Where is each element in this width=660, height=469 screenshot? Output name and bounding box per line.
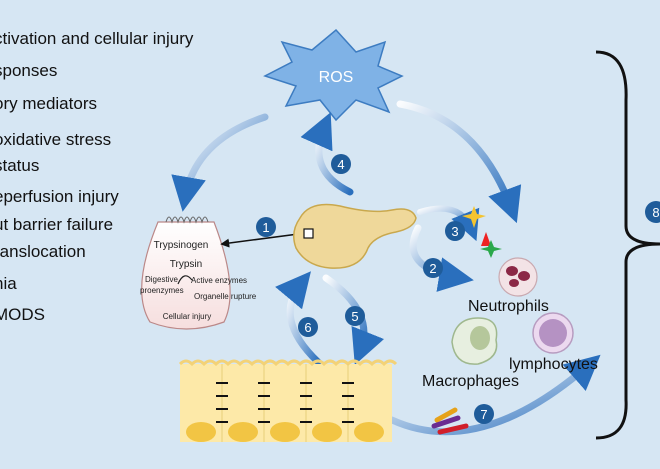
- cellular-injury-label: Cellular injury: [163, 312, 211, 321]
- step-badge-4: 4: [331, 154, 351, 174]
- tight-junctions: [216, 382, 354, 423]
- arrow-6: [275, 271, 322, 366]
- step-badge-3: 3: [445, 221, 465, 241]
- arrow-ros-to-immune: [396, 100, 522, 224]
- list-item-2: sponses: [0, 61, 58, 80]
- digestive-label: Digestive: [145, 275, 178, 284]
- list-item-3: ory mediators: [0, 94, 97, 113]
- step-badges: 1 2 3 4 5 6 7 8: [256, 154, 660, 424]
- svg-text:2: 2: [429, 261, 436, 276]
- yellow-star-icon: [462, 206, 486, 228]
- arrow-4: [300, 112, 354, 196]
- red-triangle-icon: [481, 232, 491, 246]
- active-enzymes-label: Active enzymes: [191, 276, 247, 285]
- step-badge-7: 7: [474, 404, 494, 424]
- macrophages-label: Macrophages: [422, 373, 519, 390]
- lymphocytes-label: lymphocytes: [509, 356, 598, 373]
- list-item-6: eperfusion injury: [0, 187, 119, 206]
- zoom-arrow: [220, 232, 307, 248]
- cytokine-markers: [462, 206, 502, 258]
- svg-text:4: 4: [337, 157, 344, 172]
- ros-star: ROS: [263, 28, 404, 122]
- lymphocyte-cell: [532, 312, 574, 354]
- arrow-2: [409, 224, 474, 292]
- list-item-8: ranslocation: [0, 242, 86, 261]
- list-item-9: nia: [0, 274, 17, 293]
- list-item-4: oxidative stress: [0, 130, 112, 149]
- step-badge-5: 5: [345, 306, 365, 326]
- bracket-badge-8: 8: [645, 201, 660, 223]
- green-star-icon: [480, 240, 502, 258]
- arrow-3: [417, 205, 480, 242]
- acinar-cell: Trypsinogen Trypsin Digestive proenzymes…: [140, 216, 257, 330]
- pancreas: [293, 203, 417, 269]
- svg-text:5: 5: [351, 309, 358, 324]
- neutrophil-cell: [498, 257, 538, 297]
- list-item-1: ctivation and cellular injury: [0, 29, 194, 48]
- arrow-7: [388, 354, 601, 436]
- trypsin-arc: [177, 275, 193, 285]
- gut-epithelium: [178, 359, 398, 442]
- flow-arrows: [171, 100, 601, 436]
- trypsinogen-label: Trypsinogen: [154, 240, 209, 251]
- trypsin-label: Trypsin: [170, 259, 202, 270]
- summary-bracket: [595, 50, 660, 440]
- svg-text:6: 6: [304, 320, 311, 335]
- svg-text:7: 7: [480, 407, 487, 422]
- step-badge-1: 1: [256, 217, 276, 237]
- list-item-7: ut barrier failure: [0, 215, 114, 234]
- svg-text:8: 8: [652, 205, 659, 220]
- neutrophils-label: Neutrophils: [468, 298, 549, 315]
- ros-label: ROS: [319, 69, 354, 86]
- arrow-ros-to-cell: [171, 113, 269, 212]
- proenzymes-label: proenzymes: [140, 286, 184, 295]
- list-item-10: MODS: [0, 305, 45, 324]
- step-badge-6: 6: [298, 317, 318, 337]
- svg-text:3: 3: [451, 224, 458, 239]
- organelle-rupture-label: Organelle rupture: [194, 292, 257, 301]
- step-badge-2: 2: [423, 258, 443, 278]
- macrophage-cell: [451, 317, 498, 365]
- bacteria-icon: [431, 407, 469, 435]
- pancreas-zoom-box: [303, 228, 314, 239]
- svg-text:1: 1: [262, 220, 269, 235]
